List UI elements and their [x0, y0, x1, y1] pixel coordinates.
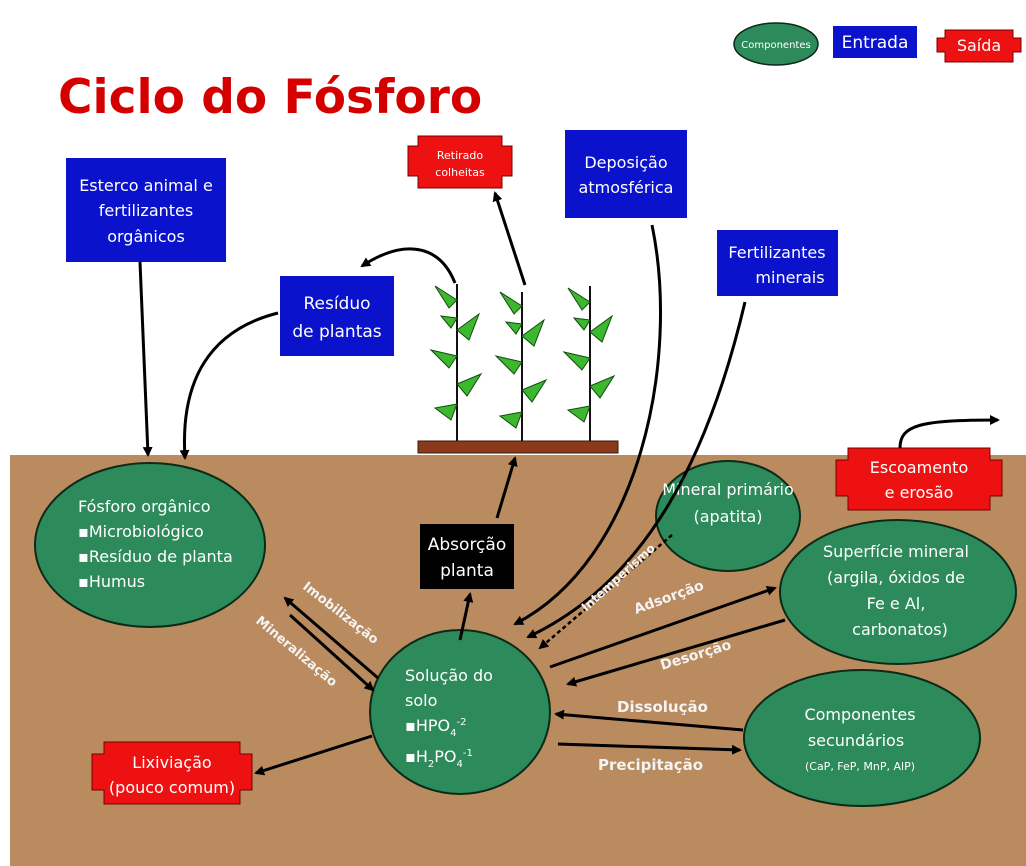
- legend-output-label: Saída: [957, 36, 1001, 55]
- plant-uptake-line-1: Absorção: [428, 535, 506, 555]
- deposition-line-2: atmosférica: [579, 178, 674, 197]
- mineral-fertilizers-line-1: Fertilizantes: [728, 243, 825, 262]
- arrow-residue-to-organic: [179, 311, 279, 460]
- label-precipitation: Precipitação: [598, 756, 703, 774]
- arrow-desorption: [566, 618, 786, 687]
- arrow-deposition-to-solution: [513, 224, 662, 626]
- harvest-line-1: Retirado: [437, 149, 484, 162]
- plant-3: [562, 286, 616, 441]
- organic-p-line-1: Fósforo orgânico: [78, 497, 211, 516]
- arrow-solution-to-leaching: [254, 734, 373, 776]
- secondary-line-1: Componentes: [804, 705, 915, 724]
- arrow-dissolution: [554, 709, 744, 732]
- input-plant-residue: Resíduo de plantas: [280, 276, 394, 356]
- arrow-runoff-out: [898, 415, 1000, 449]
- primary-mineral-line-2: (apatita): [693, 507, 762, 526]
- organic-p-line-2: ▪Microbiológico: [78, 522, 204, 541]
- plant-uptake-box: Absorção planta: [420, 524, 514, 589]
- manure-line-1: Esterco animal e: [79, 176, 213, 195]
- legend-output-swatch: [936, 29, 1022, 63]
- legend: Componentes Entrada Saída: [733, 22, 1022, 66]
- arrow-fertilizers-to-solution: [526, 301, 747, 639]
- output-runoff: Escoamento e erosão: [835, 447, 1003, 511]
- arrow-mineralization: [288, 613, 375, 692]
- component-organic-phosphorus: Fósforo orgânico ▪Microbiológico ▪Resídu…: [34, 462, 266, 628]
- mineral-fertilizers-line-2: minerais: [755, 268, 824, 287]
- arrow-plants-to-harvest: [492, 191, 527, 286]
- arrow-immobilization: [283, 596, 379, 680]
- legend-input-swatch: [833, 26, 917, 58]
- component-primary-mineral: Mineral primário (apatita): [655, 460, 801, 572]
- arrow-uptake-to-plants: [495, 456, 518, 519]
- secondary-line-2: secundários: [808, 731, 904, 750]
- mineral-surface-line-3: Fe e Al,: [867, 594, 926, 613]
- crop-plants: [417, 284, 619, 454]
- input-manure: Esterco animal e fertilizantes orgânicos: [66, 158, 226, 262]
- organic-p-line-3: ▪Resíduo de planta: [78, 547, 233, 566]
- arrow-manure-to-organic: [138, 261, 153, 457]
- soil-solution-line-2: solo: [405, 691, 437, 710]
- soil-solution-hpo4: ▪HPO4-2: [405, 716, 466, 739]
- plant-residue-line-1: Resíduo: [303, 294, 370, 314]
- secondary-line-3: (CaP, FeP, MnP, AlP): [805, 760, 915, 773]
- input-mineral-fertilizers: Fertilizantes minerais: [717, 230, 838, 296]
- runoff-line-2: e erosão: [885, 483, 954, 502]
- input-deposition: Deposição atmosférica: [565, 130, 687, 218]
- soil-solution-line-1: Solução do: [405, 666, 493, 685]
- legend-input-label: Entrada: [842, 33, 909, 53]
- mineral-surface-line-4: carbonatos): [852, 620, 948, 639]
- manure-line-2: fertilizantes: [99, 201, 193, 220]
- manure-line-3: orgânicos: [107, 227, 185, 246]
- component-soil-solution: Solução do solo ▪HPO4-2 ▪H2PO4-1: [369, 629, 551, 795]
- organic-p-line-4: ▪Humus: [78, 572, 145, 591]
- plant-1: [429, 284, 483, 441]
- legend-component-swatch: [733, 22, 819, 66]
- leaching-line-1: Lixiviação: [132, 753, 211, 772]
- output-harvest: Retirado colheitas: [407, 135, 513, 189]
- legend-component-label: Componentes: [741, 40, 810, 51]
- soil-solution-h2po4: ▪H2PO4-1: [405, 747, 473, 770]
- mineral-surface-line-2: (argila, óxidos de: [827, 568, 965, 587]
- output-leaching: Lixiviação (pouco comum): [91, 741, 253, 805]
- runoff-line-1: Escoamento: [870, 458, 968, 477]
- label-dissolution: Dissolução: [617, 698, 708, 716]
- primary-mineral-line-1: Mineral primário: [662, 480, 794, 499]
- arrow-solution-to-uptake: [458, 592, 474, 641]
- diagram-title: Ciclo do Fósforo: [58, 70, 482, 125]
- plant-2: [494, 291, 548, 441]
- component-mineral-surface: Superfície mineral (argila, óxidos de Fe…: [779, 519, 1017, 665]
- arrow-plants-to-residue: [360, 247, 457, 284]
- mineral-surface-line-1: Superfície mineral: [823, 542, 969, 561]
- plant-residue-line-2: de plantas: [292, 322, 381, 342]
- plant-pot: [417, 440, 619, 454]
- component-secondary: Componentes secundários (CaP, FeP, MnP, …: [743, 669, 981, 807]
- leaching-line-2: (pouco comum): [109, 778, 235, 797]
- arrow-precipitation: [557, 742, 742, 755]
- arrow-adsorption: [549, 585, 777, 669]
- harvest-line-2: colheitas: [435, 166, 485, 179]
- deposition-line-1: Deposição: [584, 153, 667, 172]
- plant-uptake-line-2: planta: [440, 561, 494, 581]
- arrow-weathering: [538, 534, 673, 650]
- flow-arrows: [138, 191, 1000, 776]
